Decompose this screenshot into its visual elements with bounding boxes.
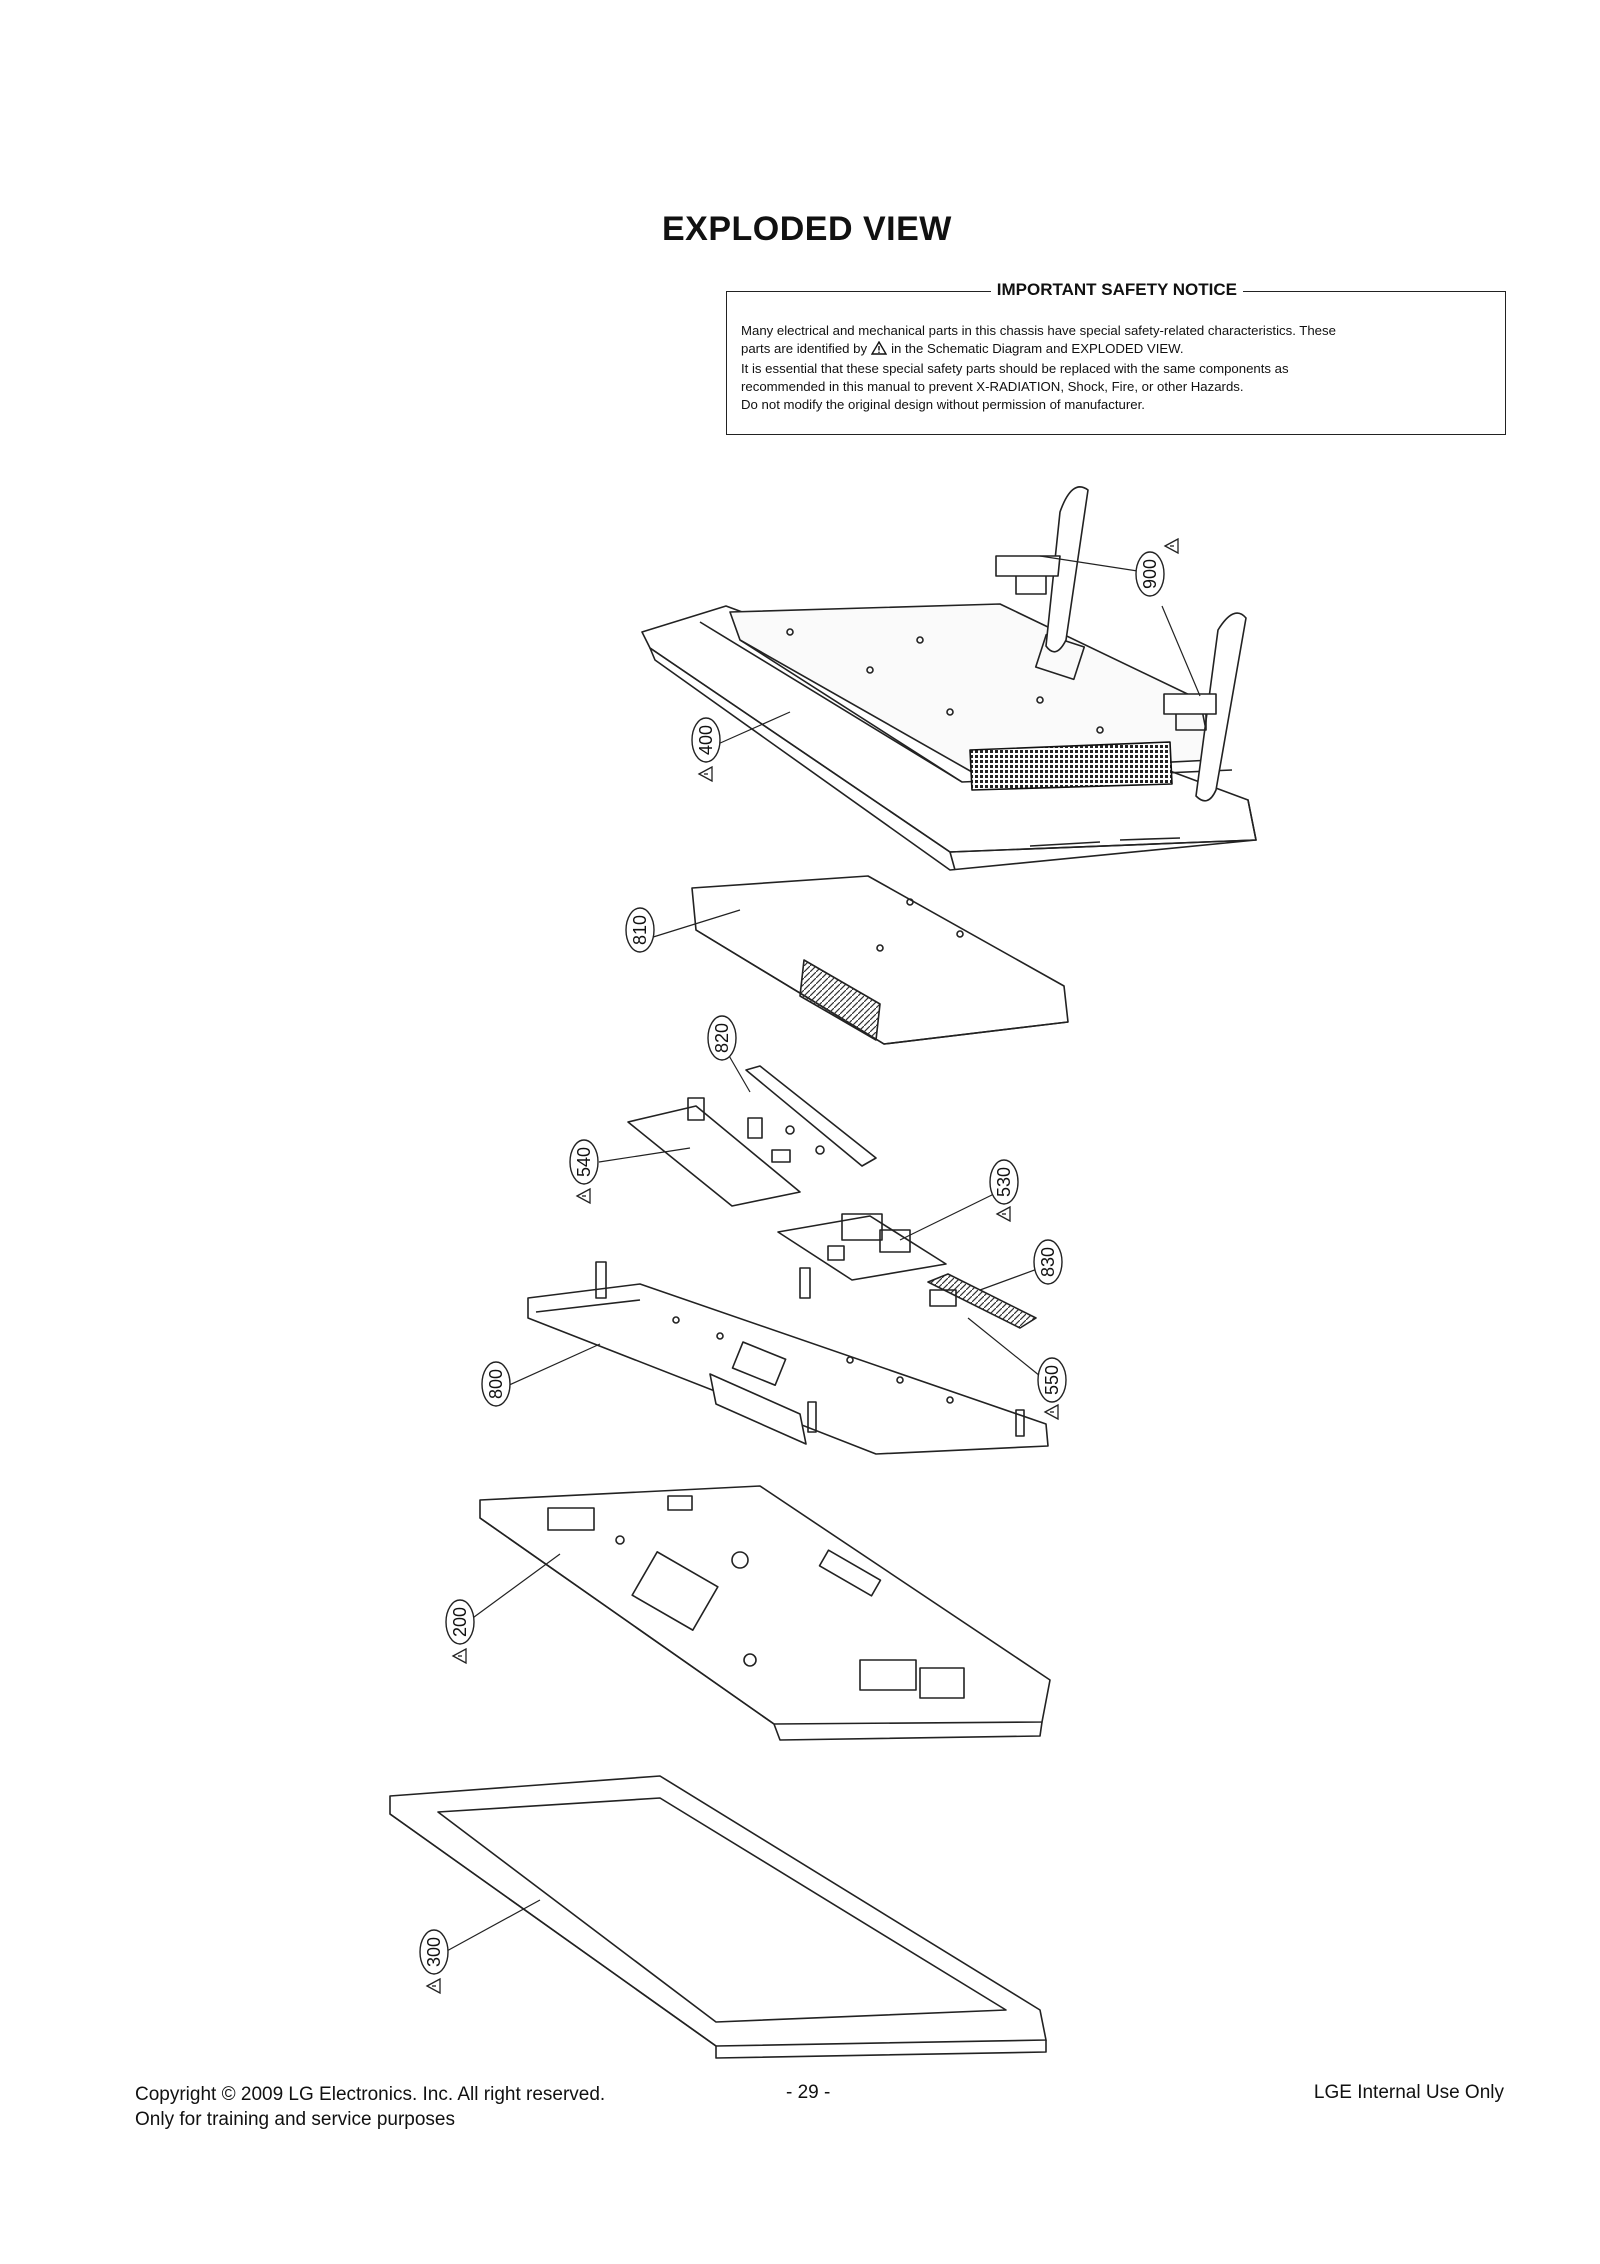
warning-triangle-icon xyxy=(870,340,888,360)
notice-line-5: Do not modify the original design withou… xyxy=(741,397,1145,412)
warning-triangle-icon xyxy=(1043,1403,1059,1421)
footer-copyright: Copyright © 2009 LG Electronics. Inc. Al… xyxy=(135,2082,605,2132)
svg-text:530: 530 xyxy=(994,1167,1014,1197)
safety-notice-box: IMPORTANT SAFETY NOTICE Many electrical … xyxy=(726,280,1506,435)
svg-text:400: 400 xyxy=(696,725,716,755)
callout-300: 300 xyxy=(419,1929,449,1975)
callout-540: 540 xyxy=(569,1139,599,1185)
power-board-part xyxy=(777,1213,947,1281)
callout-810: 810 xyxy=(625,907,655,953)
front-bezel-part xyxy=(389,1775,1047,2059)
chassis-frame-part xyxy=(527,1261,1049,1455)
callout-800: 800 xyxy=(481,1361,511,1407)
svg-text:540: 540 xyxy=(574,1147,594,1177)
warning-triangle-icon xyxy=(697,765,713,783)
safety-notice-body: Many electrical and mechanical parts in … xyxy=(741,322,1493,414)
warning-triangle-icon xyxy=(451,1647,467,1665)
display-module-part xyxy=(479,1485,1051,1741)
callout-200: 200 xyxy=(445,1599,475,1645)
svg-text:900: 900 xyxy=(1140,559,1160,589)
svg-text:810: 810 xyxy=(630,915,650,945)
stand-part xyxy=(995,486,1247,802)
notice-line-2: parts are identified by in the Schematic … xyxy=(741,340,1493,360)
warning-triangle-icon xyxy=(995,1205,1011,1223)
svg-text:550: 550 xyxy=(1042,1365,1062,1395)
purpose-text: Only for training and service purposes xyxy=(135,2109,455,2130)
terminal-bracket-part xyxy=(927,1273,1037,1329)
page-number: - 29 - xyxy=(786,2082,831,2103)
internal-use-label: LGE Internal Use Only xyxy=(1313,2082,1504,2103)
callout-400: 400 xyxy=(691,717,721,763)
svg-text:820: 820 xyxy=(712,1023,732,1053)
warning-triangle-icon xyxy=(575,1187,591,1205)
warning-triangle-icon xyxy=(1163,537,1179,555)
safety-notice-heading: IMPORTANT SAFETY NOTICE xyxy=(990,280,1243,300)
svg-text:200: 200 xyxy=(450,1607,470,1637)
callout-820: 820 xyxy=(707,1015,737,1061)
svg-text:800: 800 xyxy=(486,1369,506,1399)
warning-triangle-icon xyxy=(425,1977,441,1995)
notice-line-4: recommended in this manual to prevent X-… xyxy=(741,379,1244,394)
notice-line-3: It is essential that these special safet… xyxy=(741,361,1289,376)
shield-cover-part xyxy=(691,875,1069,1045)
notice-line-2-pre: parts are identified by xyxy=(741,341,868,356)
callout-550: 550 xyxy=(1037,1357,1067,1403)
svg-text:830: 830 xyxy=(1038,1247,1058,1277)
svg-text:300: 300 xyxy=(424,1937,444,1967)
page-title: EXPLODED VIEW xyxy=(662,210,952,248)
callout-830: 830 xyxy=(1033,1239,1063,1285)
notice-line-2-post: in the Schematic Diagram and EXPLODED VI… xyxy=(891,341,1184,356)
copyright-text: Copyright © 2009 LG Electronics. Inc. Al… xyxy=(135,2084,606,2105)
main-board-part xyxy=(627,1065,877,1207)
callout-530: 530 xyxy=(989,1159,1019,1205)
callout-900: 900 xyxy=(1135,551,1165,597)
notice-line-1: Many electrical and mechanical parts in … xyxy=(741,323,1336,338)
back-cover-part xyxy=(641,603,1257,871)
